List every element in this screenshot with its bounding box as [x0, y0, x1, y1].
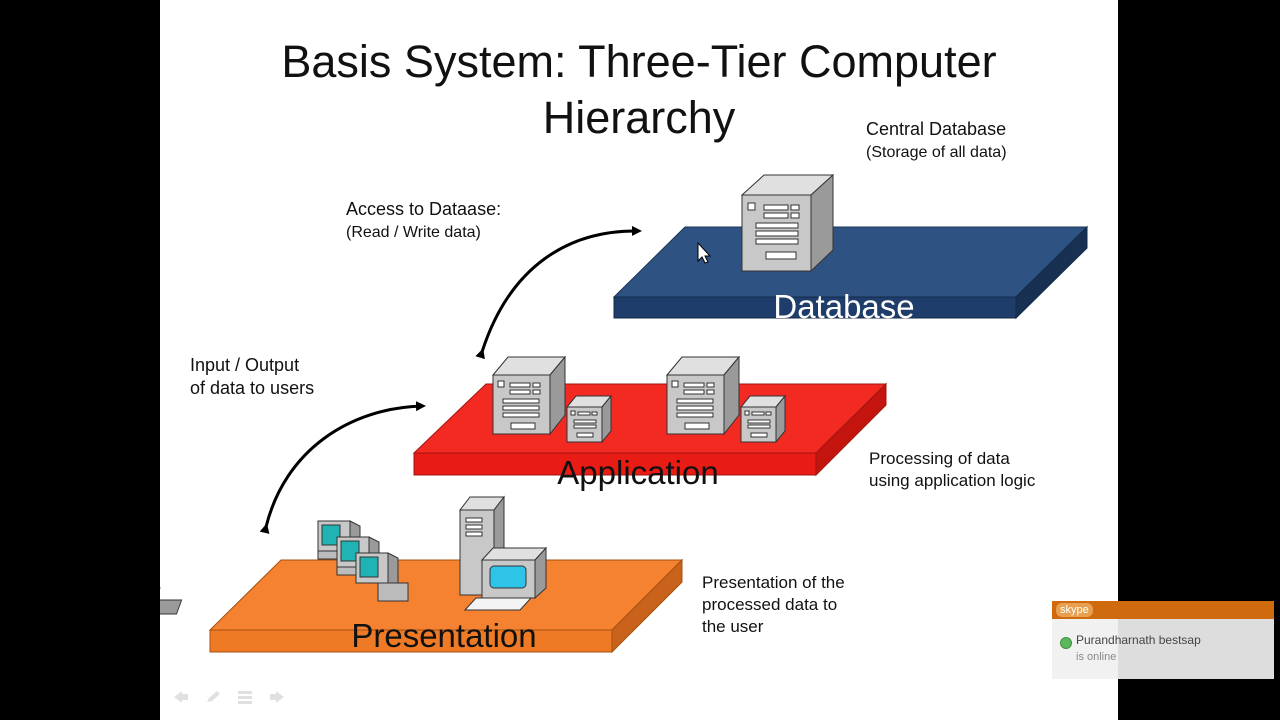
- title-line-1: Basis System: Three-Tier Computer: [281, 36, 997, 87]
- app-server-4-icon: [739, 394, 787, 444]
- app-server-1-icon: [491, 355, 567, 436]
- presentation-line-2: processed data to: [702, 595, 838, 614]
- slide: Basis System: Three-Tier Computer Hierar…: [160, 0, 1118, 720]
- title-line-2: Hierarchy: [542, 92, 736, 143]
- db-access-line-2: (Read / Write data): [346, 224, 481, 241]
- db-access-arrow: [475, 225, 642, 360]
- app-server-2-icon: [565, 394, 613, 444]
- skype-logo: skype: [1056, 603, 1093, 617]
- slideshow-nav: [172, 690, 286, 704]
- slide-title: Basis System: Three-Tier Computer Hierar…: [160, 34, 1118, 146]
- processing-line-1: Processing of data: [869, 449, 1010, 468]
- presentation-platform: [208, 558, 684, 654]
- presentation-label: Presentation: [351, 617, 536, 654]
- io-line-1: Input / Output: [190, 355, 300, 375]
- database-server-icon: [740, 173, 835, 273]
- cursor-icon: [697, 241, 712, 264]
- workstation-icon: [458, 495, 548, 611]
- skype-notification[interactable]: skype Purandharnath bestsap is online: [1052, 601, 1274, 679]
- central-db-line-1: Central Database: [866, 119, 1007, 139]
- processing-line-2: using application logic: [869, 471, 1036, 490]
- presentation-line-1: Presentation of the: [702, 573, 845, 592]
- io-note: Input / Output of data to users: [190, 354, 314, 400]
- back-icon[interactable]: [172, 690, 190, 704]
- db-access-line-1: Access to Dataase:: [346, 199, 502, 219]
- forward-icon[interactable]: [268, 690, 286, 704]
- presentation-note: Presentation of the processed data to th…: [702, 572, 845, 638]
- db-access-note: Access to Dataase: (Read / Write data): [346, 198, 501, 244]
- pen-icon[interactable]: [204, 690, 222, 704]
- database-label: Database: [773, 288, 914, 325]
- processing-note: Processing of data using application log…: [869, 448, 1035, 492]
- central-db-note: Central Database (Storage of all data): [866, 118, 1007, 164]
- application-label: Application: [557, 454, 718, 491]
- contact-status: is online: [1076, 651, 1117, 663]
- menu-icon[interactable]: [236, 690, 254, 704]
- central-db-line-2: (Storage of all data): [866, 144, 1007, 161]
- client-pc-3-icon: [160, 552, 409, 615]
- presentation-line-3: the user: [702, 617, 764, 636]
- io-arrow: [259, 401, 426, 535]
- io-line-2: of data to users: [190, 378, 315, 398]
- contact-name: Purandharnath bestsap: [1076, 633, 1201, 647]
- app-server-3-icon: [665, 355, 741, 436]
- online-status-icon: [1060, 637, 1072, 649]
- tier-diagram: Database Application: [160, 173, 1089, 654]
